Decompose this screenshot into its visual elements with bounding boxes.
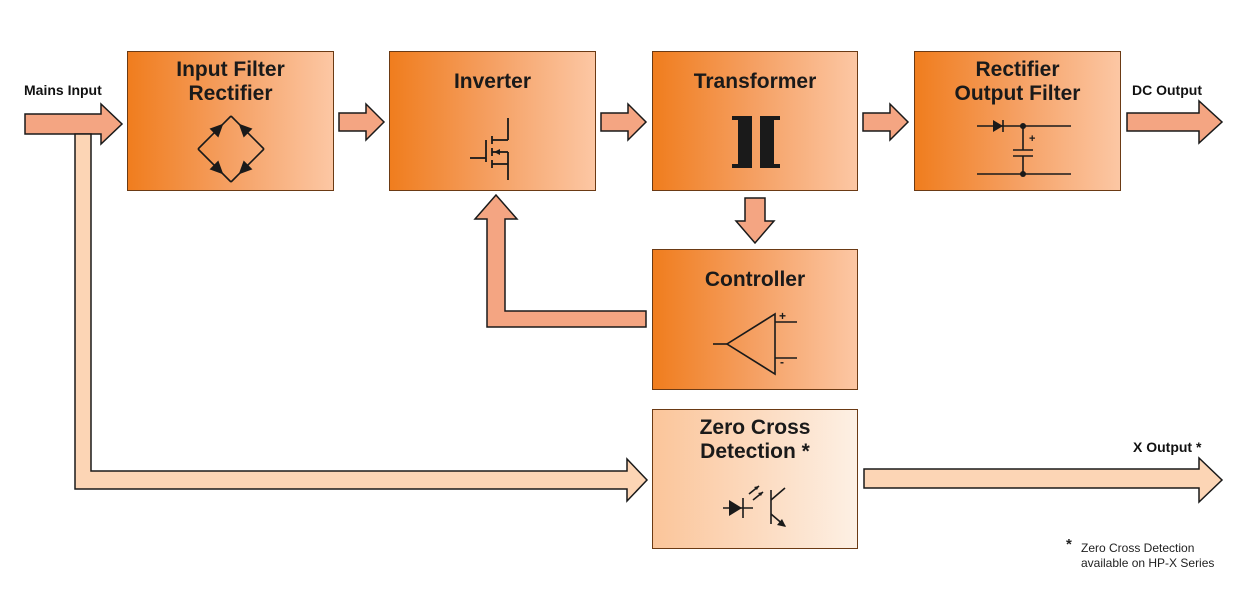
inverter-block: Inverter <box>389 51 596 191</box>
arrow-input-to-inverter <box>338 102 386 142</box>
block-title: Controller <box>704 268 806 291</box>
block-title: Inverter <box>453 70 532 93</box>
arrow-controller-to-inverter <box>473 193 647 328</box>
svg-text:+: + <box>779 309 786 323</box>
arrow-mains-to-zero-cross <box>74 133 649 503</box>
block-title-line1: Rectifier <box>975 58 1060 81</box>
block-title-line1: Zero Cross <box>699 416 811 439</box>
arrow-transformer-to-controller <box>734 197 776 245</box>
diode-capacitor-filter-icon: + <box>977 120 1071 177</box>
arrow-transformer-to-rectifier <box>862 102 910 142</box>
controller-block: Controller + - <box>652 249 858 390</box>
x-output-arrow <box>863 456 1224 504</box>
footnote-line1: Zero Cross Detection <box>1081 541 1195 555</box>
dc-output-label: DC Output <box>1132 82 1202 98</box>
block-title-line2: Rectifier <box>188 82 273 105</box>
block-title: Transformer <box>693 70 817 93</box>
block-title-line2: Output Filter <box>954 82 1081 105</box>
svg-text:-: - <box>780 355 784 369</box>
mains-input-arrow <box>24 102 124 146</box>
arrow-inverter-to-transformer <box>600 102 648 142</box>
x-output-label: X Output * <box>1133 439 1202 455</box>
footnote-line2: available on HP-X Series <box>1081 556 1215 570</box>
rectifier-output-filter-block: Rectifier Output Filter + <box>914 51 1121 191</box>
transformer-core-icon <box>732 116 780 168</box>
block-title-line2: Detection * <box>700 440 810 463</box>
bridge-rectifier-icon <box>197 115 265 183</box>
block-title-line1: Input Filter <box>176 58 285 81</box>
dc-output-arrow <box>1126 99 1224 145</box>
zero-cross-detection-block: Zero Cross Detection * <box>652 409 858 549</box>
input-filter-rectifier-block: Input Filter Rectifier <box>127 51 334 191</box>
mosfet-icon <box>470 118 509 180</box>
mains-input-label: Mains Input <box>24 82 102 98</box>
transformer-block: Transformer <box>652 51 858 191</box>
optocoupler-icon <box>723 485 786 527</box>
footnote-marker: * <box>1066 536 1072 553</box>
op-amp-icon: + - <box>713 309 797 376</box>
svg-text:+: + <box>1029 133 1035 145</box>
